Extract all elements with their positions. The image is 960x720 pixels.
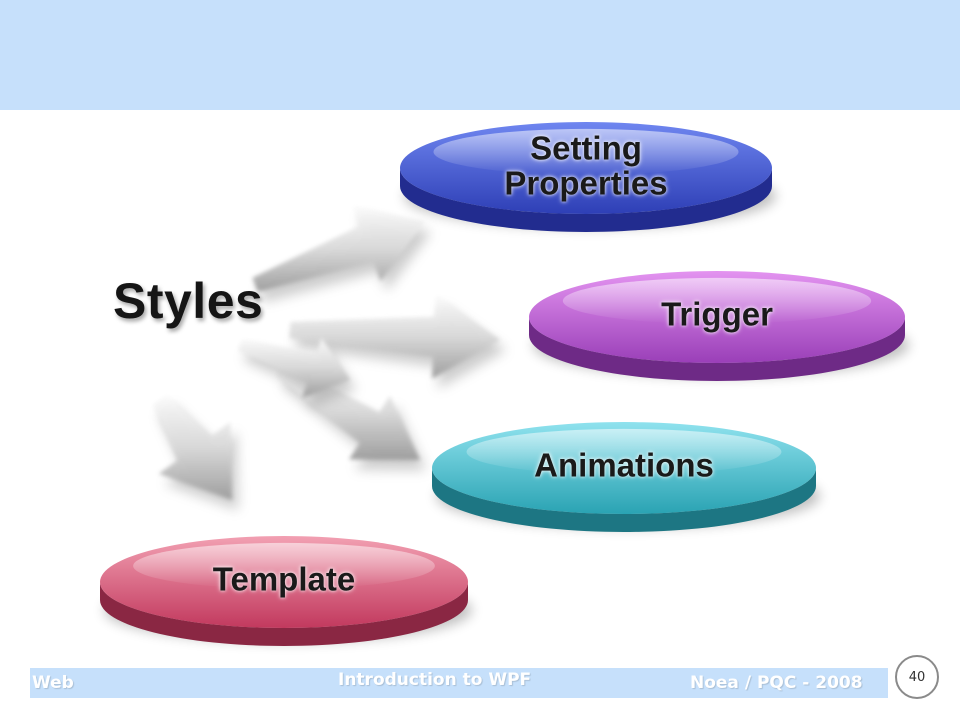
arrow-1 — [252, 206, 431, 303]
header-band — [0, 0, 960, 110]
ellipse-label-4: Template — [212, 560, 356, 598]
footer-center-text: Introduction to WPF — [338, 670, 532, 690]
ellipse-2 — [529, 271, 909, 381]
arrow-5 — [238, 337, 356, 408]
ellipse-label-line: Properties — [504, 164, 668, 201]
ellipse-label-line: Setting — [530, 129, 642, 167]
footer-bar — [30, 668, 888, 698]
ellipse-label-line: Animations — [534, 446, 714, 484]
ellipse-3 — [432, 422, 820, 532]
page-number: 40 — [895, 655, 939, 699]
ellipse-1 — [400, 122, 776, 232]
arrow-2 — [289, 294, 506, 389]
arrow-4 — [153, 395, 238, 510]
footer-right-text: Noea / PQC - 2008 — [690, 673, 863, 693]
ellipse-label-3: Animations — [534, 446, 714, 484]
ellipse-label-line: Template — [212, 560, 356, 598]
footer-left-text: Web — [32, 673, 74, 693]
styles-label: Styles — [113, 273, 264, 329]
ellipse-label-line: Trigger — [661, 295, 773, 333]
ellipse-label-2: Trigger — [661, 295, 773, 333]
ellipse-4 — [100, 536, 472, 646]
